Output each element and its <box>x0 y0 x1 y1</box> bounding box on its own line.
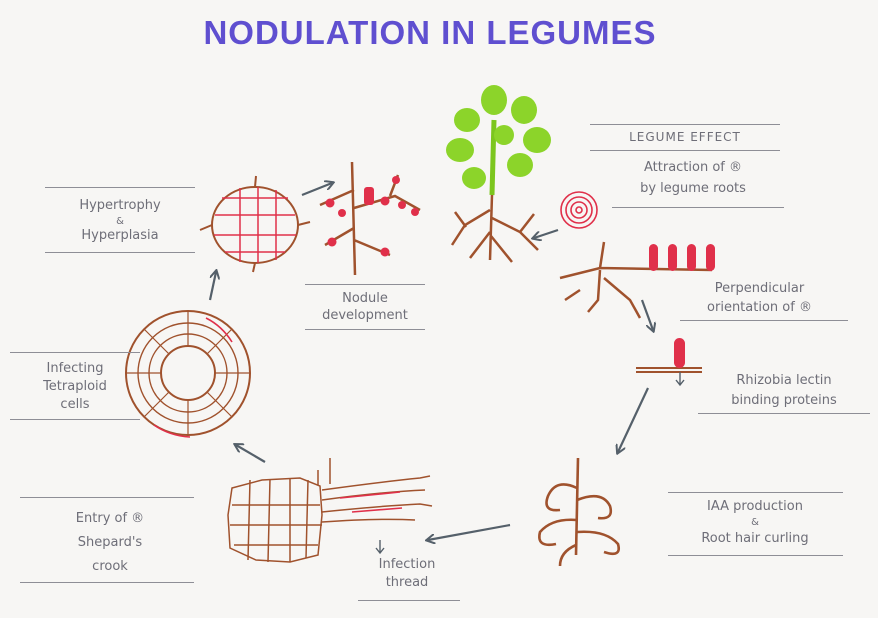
infection-thread-line-1: Infection <box>352 556 462 573</box>
rule-nodule-bottom <box>305 329 425 330</box>
infection-thread-line-2: thread <box>352 574 462 591</box>
tetraploid-cells-illustration <box>126 311 250 437</box>
tetraploid-line-1: Infecting <box>20 360 130 377</box>
tetraploid-line-3: cells <box>20 396 130 413</box>
rule-hypertrophy-top <box>45 187 195 188</box>
lectin-binding-illustration <box>636 338 702 385</box>
iaa-line-3: Root hair curling <box>665 530 845 547</box>
rule-tetraploid-top <box>10 352 140 353</box>
tetraploid-line-2: Tetraploid <box>20 378 130 395</box>
infection-thread-illustration <box>228 458 432 562</box>
arrow-to-infection <box>428 525 510 540</box>
arrow-to-iaa <box>618 388 648 452</box>
hypertrophy-illustration <box>200 176 310 272</box>
entry-line-3: crook <box>30 558 190 575</box>
rhizobia-cluster-illustration <box>561 192 597 228</box>
arrow-to-lectin <box>642 300 653 330</box>
rule-iaa-bottom <box>668 555 843 556</box>
arrow-to-tetraploid <box>236 445 265 462</box>
legume-plant-illustration <box>446 85 551 262</box>
root-hair-curling-illustration <box>539 458 618 566</box>
rule-infection-thread <box>358 600 460 601</box>
iaa-line-1: IAA production <box>665 498 845 515</box>
entry-line-2: Shepard's <box>30 534 190 551</box>
rule-legume-top <box>590 124 780 125</box>
legume-effect-line-1: Attraction of ® <box>598 159 788 176</box>
lectin-line-1: Rhizobia lectin <box>694 372 874 389</box>
rule-hypertrophy-bottom <box>45 252 195 253</box>
nodule-line-1: Nodule <box>305 290 425 307</box>
rule-nodule-top <box>305 284 425 285</box>
hypertrophy-line-3: Hyperplasia <box>50 227 190 244</box>
iaa-line-2: & <box>665 514 845 531</box>
arrow-to-nodule <box>302 183 332 195</box>
perpendicular-line-1: Perpendicular <box>672 280 847 297</box>
rule-legume-bottom <box>612 207 784 208</box>
rule-entry-bottom <box>20 582 194 583</box>
lectin-line-2: binding proteins <box>694 392 874 409</box>
rule-legume-mid <box>590 150 780 151</box>
nodule-development-illustration <box>320 162 420 275</box>
rule-iaa-top <box>668 492 843 493</box>
nodule-line-2: development <box>305 307 425 324</box>
arrow-attraction <box>534 230 558 238</box>
legume-effect-line-2: by legume roots <box>598 180 788 197</box>
rule-perpendicular <box>680 320 848 321</box>
entry-line-1: Entry of ® <box>30 510 190 527</box>
perpendicular-line-2: orientation of ® <box>672 299 847 316</box>
legume-effect-heading: LEGUME EFFECT <box>590 129 780 146</box>
rule-entry-top <box>20 497 194 498</box>
hypertrophy-line-1: Hypertrophy <box>50 197 190 214</box>
rule-lectin <box>698 413 870 414</box>
rule-tetraploid-bottom <box>10 419 140 420</box>
arrow-to-hypertrophy <box>210 272 216 300</box>
